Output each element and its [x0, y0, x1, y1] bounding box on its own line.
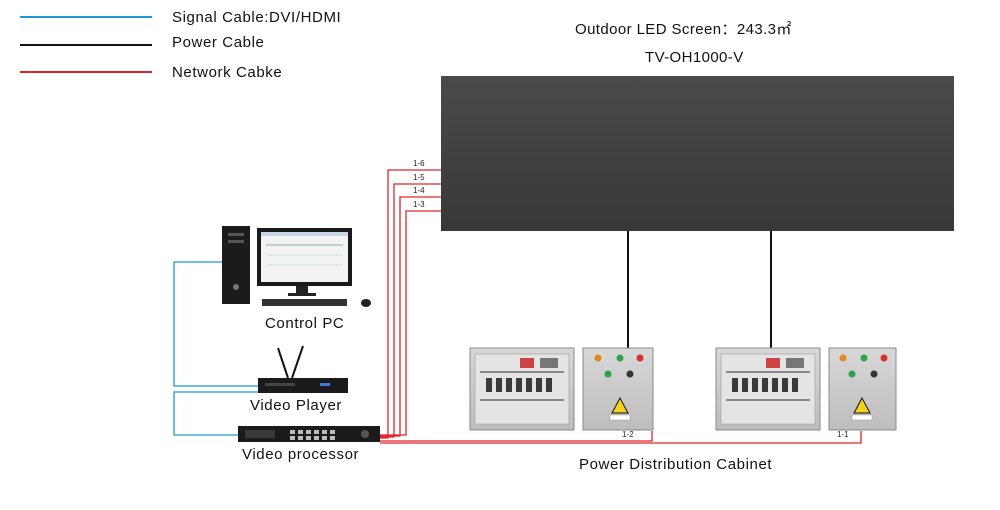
control-pc-label: Control PC	[265, 315, 344, 332]
video-processor	[238, 426, 380, 442]
legend-signal-label: Signal Cable:DVI/HDMI	[172, 9, 341, 26]
port-label: 1-5	[413, 173, 425, 182]
video-player-label: Video Player	[250, 397, 342, 414]
port-label: 1-2	[622, 430, 634, 439]
warning-icon	[611, 396, 629, 414]
led-screen	[441, 76, 954, 231]
network-cables-cabinets	[380, 431, 862, 444]
signal-cables	[173, 261, 258, 436]
control-pc	[222, 226, 371, 307]
screen-model: TV-OH1000-V	[645, 49, 744, 66]
warning-icon	[853, 396, 871, 414]
pc-tower	[222, 226, 250, 304]
pc-mouse	[361, 299, 371, 307]
antenna-icon	[277, 347, 289, 379]
screen-title: Outdoor LED Screen：243.3㎡	[575, 21, 792, 38]
port-label: 1-4	[413, 186, 425, 195]
port-label: 1-6	[413, 159, 425, 168]
pc-keyboard	[262, 299, 347, 306]
power-cabinet-right	[715, 347, 897, 431]
video-processor-label: Video processor	[242, 446, 359, 463]
port-labels-screen: 1-6 1-5 1-4 1-3	[413, 159, 425, 209]
network-cables-screen	[380, 169, 441, 439]
power-cabinet-label: Power Distribution Cabinet	[579, 456, 772, 473]
port-label: 1-3	[413, 200, 425, 209]
legend-power-label: Power Cable	[172, 34, 264, 51]
power-cabinet-left	[469, 347, 654, 431]
legend-network-label: Network Cabke	[172, 64, 282, 81]
port-label: 1-1	[837, 430, 849, 439]
video-player	[258, 345, 348, 393]
legend: Signal Cable:DVI/HDMI Power Cable Networ…	[20, 9, 341, 81]
